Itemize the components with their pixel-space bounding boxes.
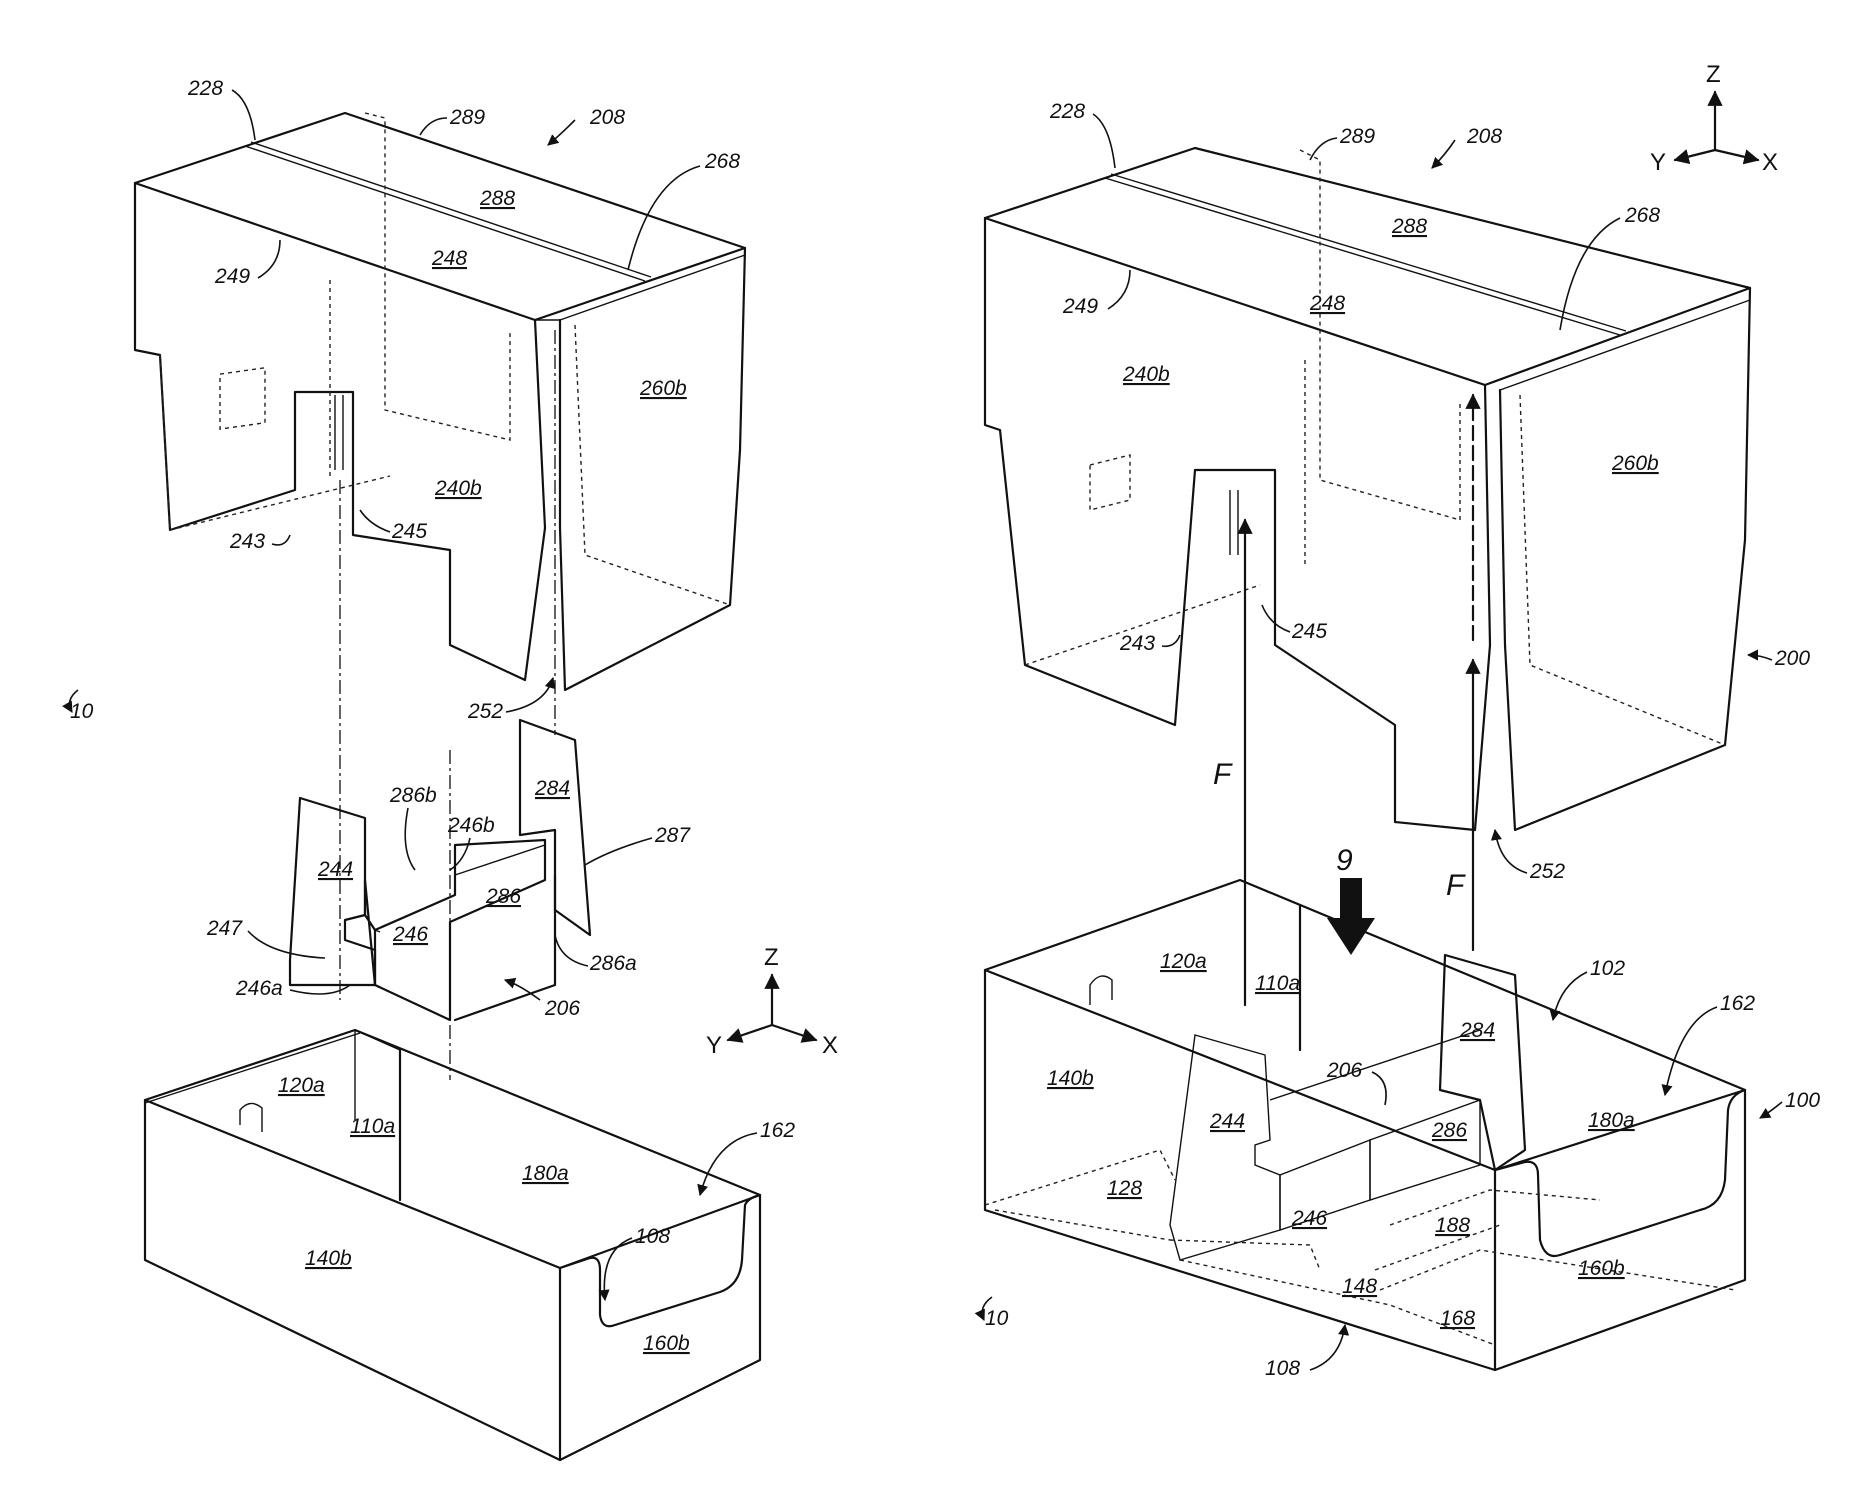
label-245-r: 245 [1291,620,1327,643]
axis-y-left: Y [706,1032,722,1059]
label-252-r: 252 [1529,860,1565,883]
right-axes: Z Y X [1650,61,1778,176]
section-9: 9 [1336,844,1353,877]
right-labels: 228 289 208 288 268 248 249 240b 260b 24… [982,100,1820,1380]
label-160b: 160b [643,1332,690,1355]
label-246: 246 [392,923,428,946]
label-206: 206 [544,997,580,1020]
label-108: 108 [635,1225,670,1248]
left-upper-sleeve [135,113,745,690]
left-axes: Z Y X [706,944,838,1059]
label-246a: 246a [235,977,283,1000]
label-180a-r: 180a [1588,1109,1635,1132]
right-upper-sleeve [985,148,1750,830]
label-148: 148 [1342,1275,1377,1298]
label-287: 287 [654,824,691,847]
label-206-r: 206 [1326,1059,1362,1082]
label-208-r: 208 [1466,125,1502,148]
label-244-r: 244 [1209,1110,1245,1133]
label-288: 288 [479,187,515,210]
fig-ref-10: 10 [70,700,94,723]
axis-x-right: X [1762,149,1778,176]
label-288-r: 288 [1391,215,1427,238]
label-228-r: 228 [1049,100,1085,123]
label-100: 100 [1785,1089,1820,1112]
label-245: 245 [391,520,427,543]
label-268-r: 268 [1624,204,1660,227]
label-284-r: 284 [1459,1019,1495,1042]
axis-y-right: Y [1650,149,1666,176]
label-188: 188 [1435,1214,1470,1237]
label-110a: 110a [350,1115,395,1138]
label-248: 248 [431,247,467,270]
label-244: 244 [317,858,353,881]
label-200: 200 [1774,647,1810,670]
label-268: 268 [704,150,740,173]
label-240b: 240b [434,477,482,500]
left-figure: 228 289 208 288 268 248 249 260b 240b 24… [70,77,838,1460]
label-248-r: 248 [1309,292,1345,315]
label-110a-r: 110a [1255,972,1300,995]
fig-ref-10-r: 10 [985,1307,1009,1330]
label-140b: 140b [305,1247,352,1270]
label-243: 243 [229,530,265,553]
label-168: 168 [1440,1307,1475,1330]
axis-z-right: Z [1706,61,1721,88]
force-f-right: F [1446,869,1466,902]
label-240b-r: 240b [1122,363,1170,386]
label-162: 162 [760,1119,795,1142]
label-160b-r: 160b [1578,1257,1625,1280]
label-252: 252 [467,700,503,723]
right-figure: F F 9 [982,61,1820,1380]
label-140b-r: 140b [1047,1067,1094,1090]
label-286-r: 286 [1431,1119,1467,1142]
label-228: 228 [187,77,223,100]
label-284: 284 [534,777,570,800]
label-286b: 286b [389,784,437,807]
label-249: 249 [214,265,250,288]
label-102: 102 [1590,957,1625,980]
label-208: 208 [589,106,625,129]
label-246-r: 246 [1291,1207,1327,1230]
right-forces: F F 9 [1213,395,1473,1005]
label-289: 289 [449,106,485,129]
force-f-left: F [1213,758,1233,791]
label-108-r: 108 [1265,1357,1300,1380]
label-128: 128 [1107,1177,1142,1200]
label-120a: 120a [278,1074,325,1097]
label-249-r: 249 [1062,295,1098,318]
axis-x-left: X [822,1032,838,1059]
label-286a: 286a [589,952,637,975]
label-180a: 180a [522,1162,569,1185]
label-243-r: 243 [1119,632,1155,655]
axis-z-left: Z [764,944,779,971]
label-286: 286 [485,885,521,908]
label-246b: 246b [447,814,495,837]
label-247: 247 [206,917,243,940]
label-260b-r: 260b [1611,452,1659,475]
label-162-r: 162 [1720,992,1755,1015]
label-120a-r: 120a [1160,950,1207,973]
label-289-r: 289 [1339,125,1375,148]
label-260b: 260b [639,377,687,400]
